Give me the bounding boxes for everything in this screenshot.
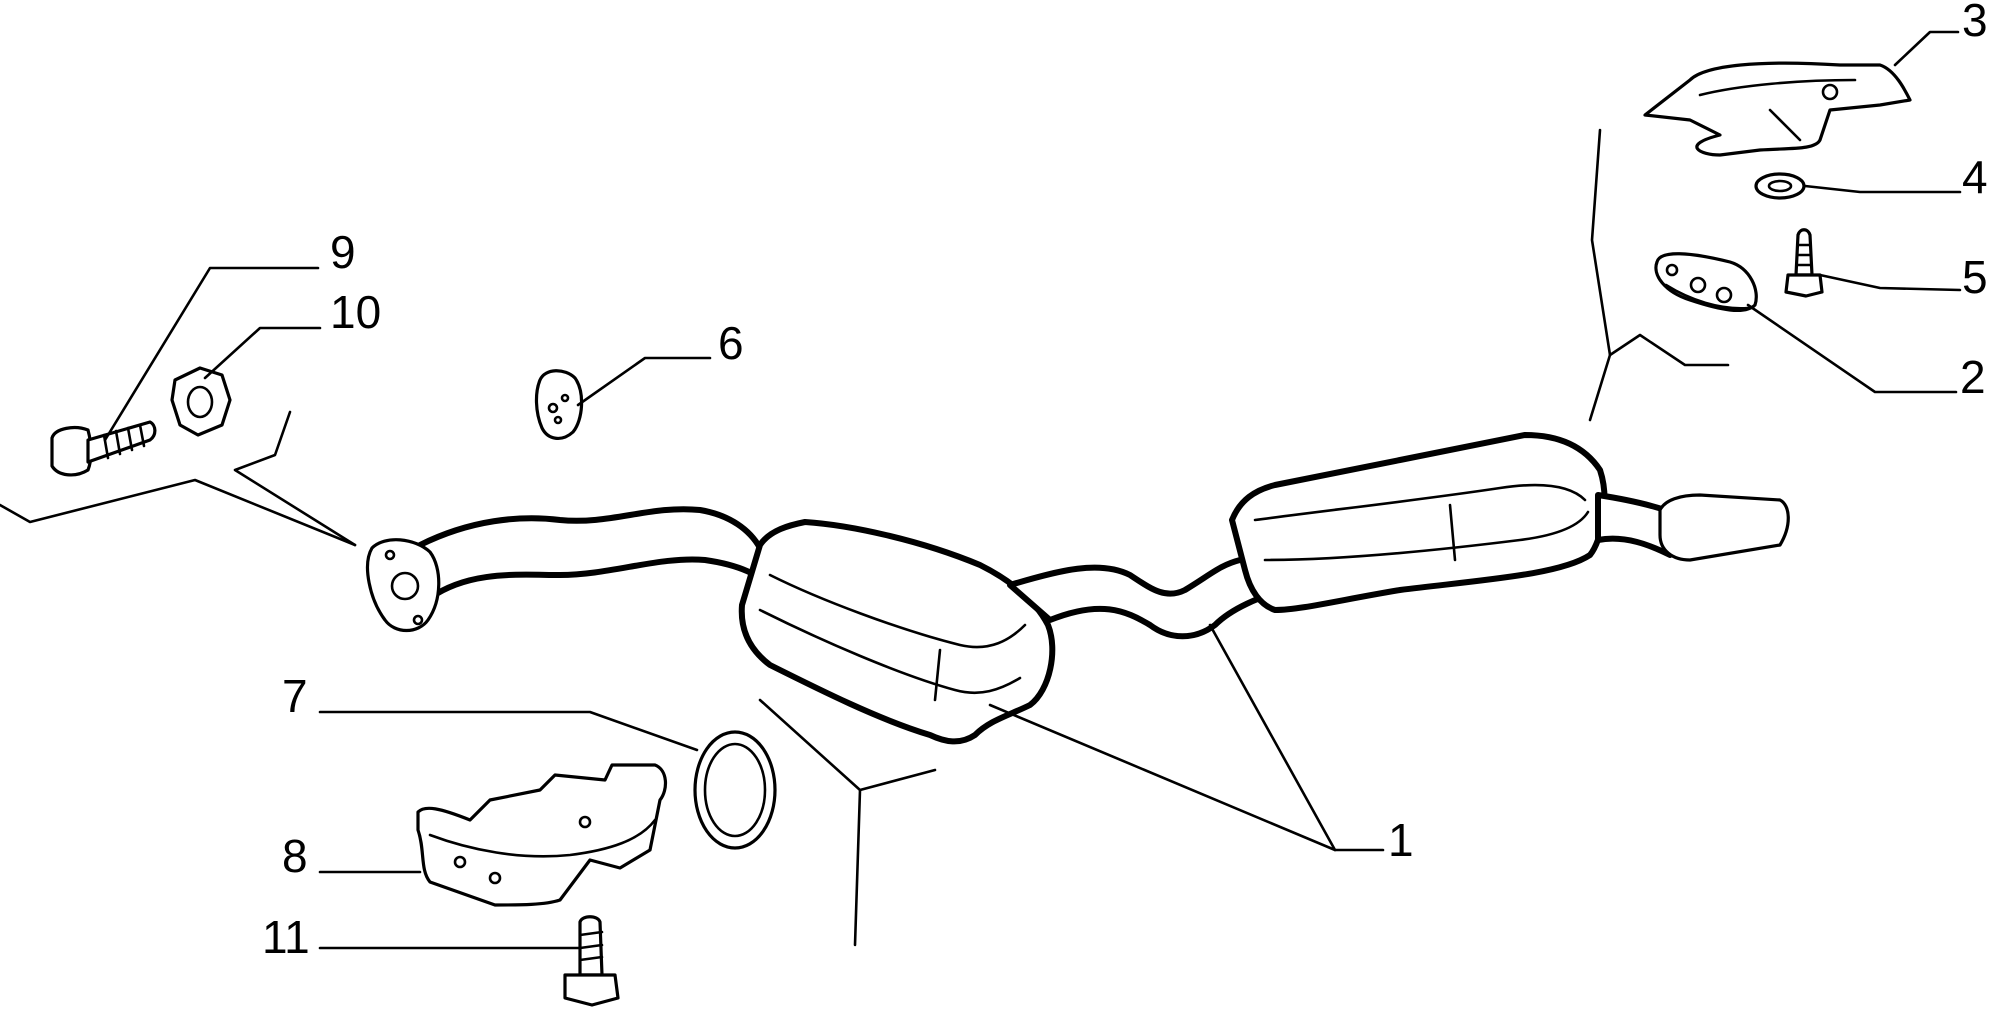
front-pipe [417, 506, 778, 601]
rubber-mount-part-2 [1654, 252, 1758, 312]
converter-rib [758, 608, 1022, 694]
flange-hole [412, 614, 424, 626]
rear-silencer [1229, 432, 1608, 613]
mount-part-6 [534, 369, 584, 440]
catalytic-converter [738, 519, 1056, 745]
callout-8: 8 [282, 830, 308, 882]
flange-hole [384, 549, 396, 561]
bolt-part-11 [563, 915, 620, 1007]
callout-6: 6 [718, 317, 744, 369]
converter-rib [768, 573, 1027, 649]
callout-9: 9 [330, 226, 356, 278]
silencer-rib [1263, 510, 1590, 562]
flange-bore [390, 571, 420, 601]
bracket-part-8 [416, 763, 667, 907]
gasket-ring-part-7 [693, 730, 777, 850]
callout-5: 5 [1962, 251, 1988, 303]
callout-10: 10 [330, 286, 381, 338]
callout-7: 7 [282, 670, 308, 722]
converter-rib [933, 648, 942, 702]
front-flange [365, 538, 441, 633]
silencer-rib [1448, 503, 1457, 562]
bolt-part-9 [50, 420, 157, 477]
screw-part-5 [1784, 228, 1824, 298]
callout-3: 3 [1962, 0, 1988, 46]
exhaust-pipe-assembly [365, 432, 1790, 745]
callout-4: 4 [1962, 151, 1988, 203]
tail-pipe-tip [1658, 493, 1790, 562]
silencer-rib [1253, 483, 1587, 522]
callout-labels: 1 2 3 4 5 6 7 8 9 10 11 [262, 0, 1988, 963]
callout-1: 1 [1388, 814, 1414, 866]
nut-part-10 [170, 366, 232, 437]
leader-lines [0, 30, 1962, 950]
callout-11: 11 [262, 911, 310, 963]
washer-part-4 [1754, 172, 1806, 200]
bracket-part-3 [1643, 61, 1912, 157]
callout-2: 2 [1960, 351, 1986, 403]
